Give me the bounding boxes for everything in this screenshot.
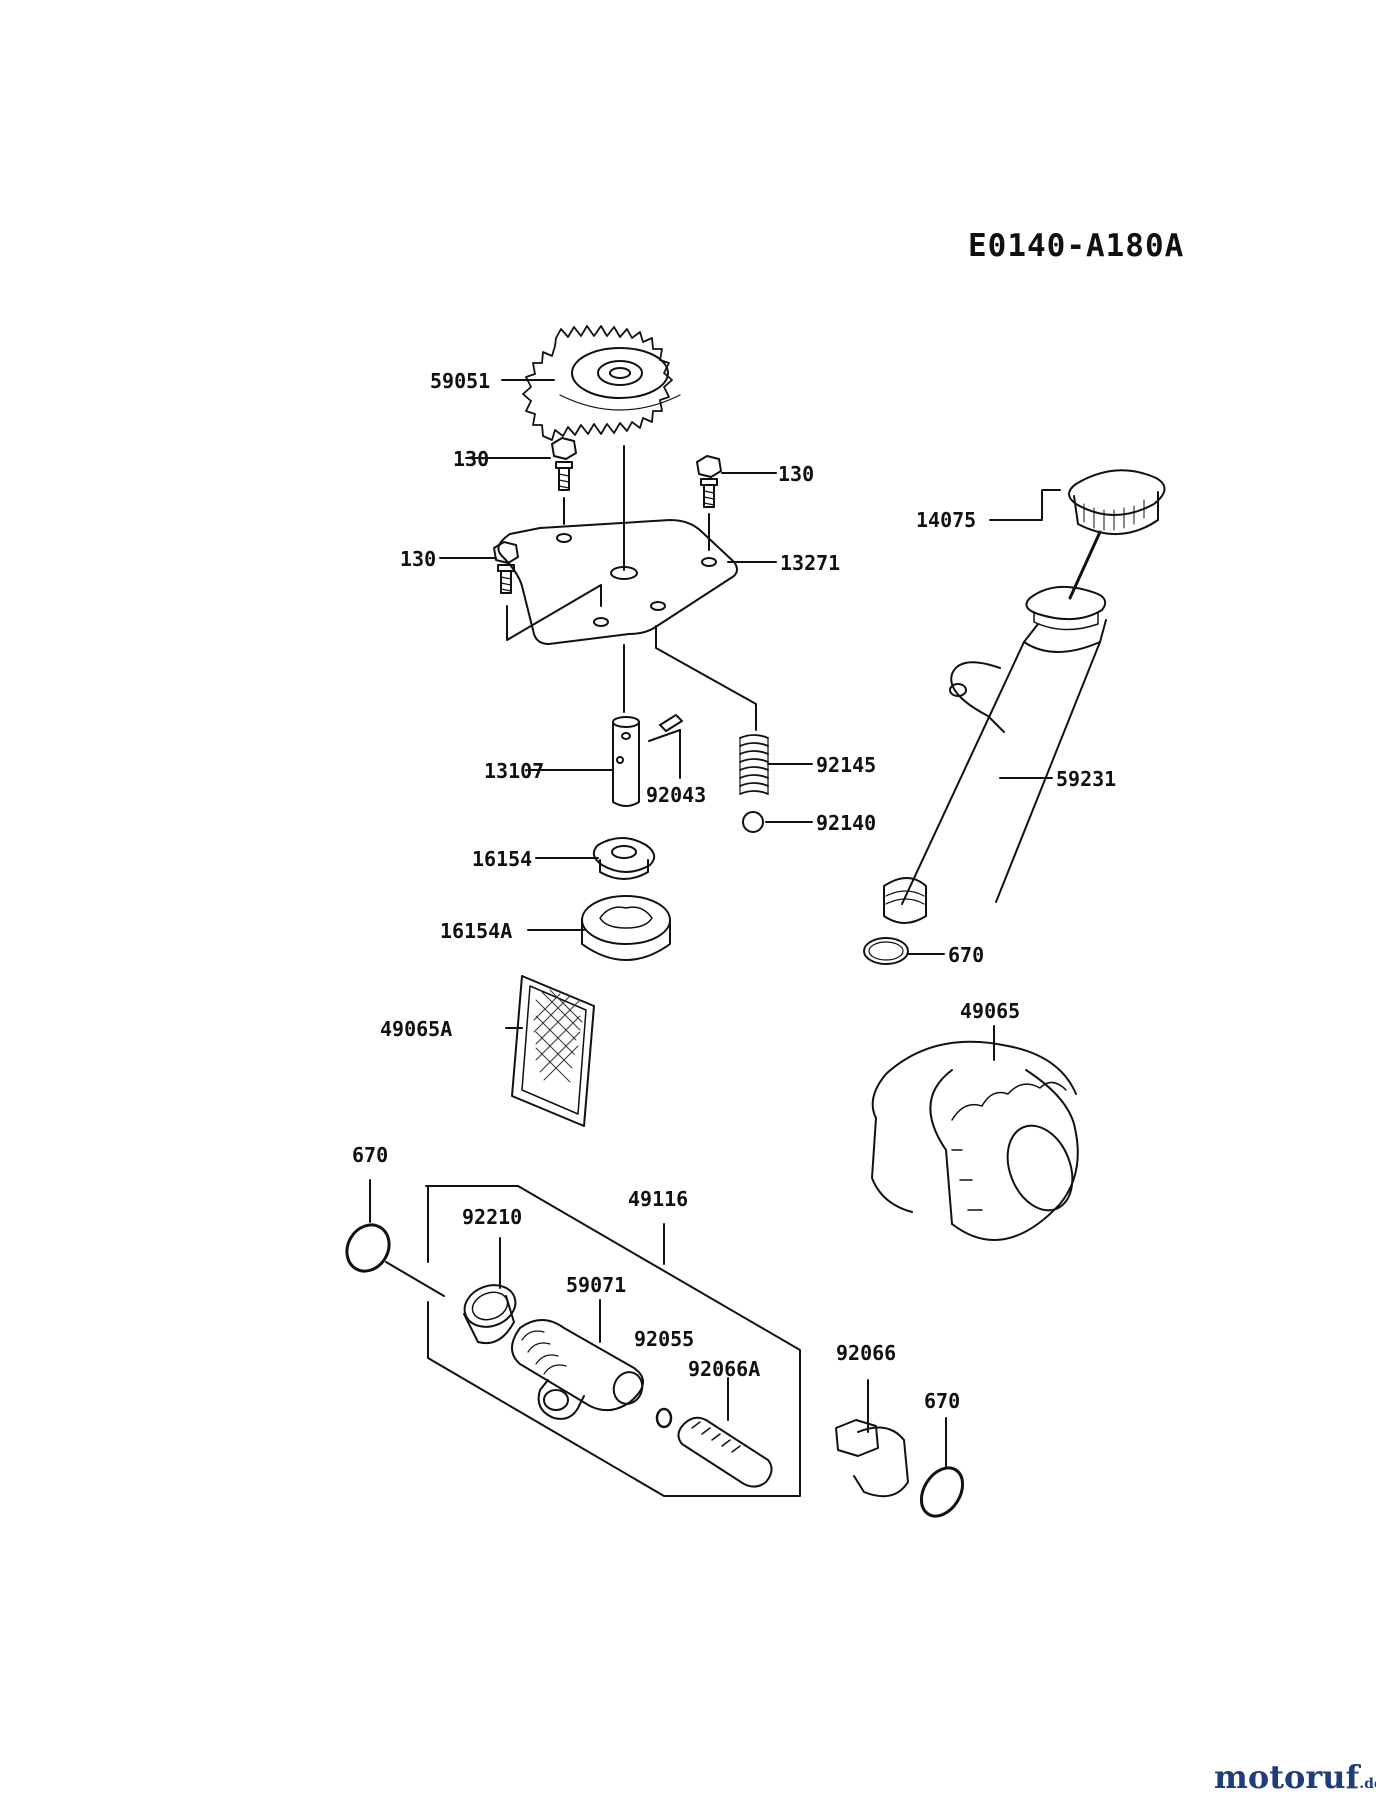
label-92055: 92055 bbox=[634, 1327, 694, 1351]
label-130-top-right: 130 bbox=[778, 462, 814, 486]
pump-cover-plate-drawing bbox=[497, 519, 738, 645]
o-ring-drawing-right bbox=[919, 1466, 965, 1518]
label-49065A: 49065A bbox=[380, 1017, 452, 1041]
label-14075: 14075 bbox=[916, 508, 976, 532]
plug-a-drawing bbox=[677, 1377, 773, 1488]
label-16154: 16154 bbox=[472, 847, 532, 871]
label-92066: 92066 bbox=[836, 1341, 896, 1365]
part-labels: 59051 130 130 130 13271 14075 13107 9204… bbox=[352, 369, 1116, 1413]
o-ring-drawing-left bbox=[345, 1223, 391, 1273]
label-92210: 92210 bbox=[462, 1205, 522, 1229]
label-130-left: 130 bbox=[400, 547, 436, 571]
label-92043: 92043 bbox=[646, 783, 706, 807]
label-670-right: 670 bbox=[924, 1389, 960, 1413]
outer-rotor-drawing bbox=[581, 895, 671, 961]
drain-plug-drawing bbox=[835, 1379, 909, 1498]
label-16154A: 16154A bbox=[440, 919, 512, 943]
dipstick-cap-drawing bbox=[1068, 469, 1166, 600]
label-670-left: 670 bbox=[352, 1143, 388, 1167]
label-59071: 59071 bbox=[566, 1273, 626, 1297]
label-13107: 13107 bbox=[484, 759, 544, 783]
inner-rotor-drawing bbox=[592, 837, 656, 880]
label-92066A: 92066A bbox=[688, 1357, 760, 1381]
relief-ball-drawing bbox=[742, 811, 764, 833]
pin-drawing bbox=[648, 714, 683, 779]
small-o-ring-drawing bbox=[655, 1407, 673, 1429]
diagram-code: E0140-A180A bbox=[968, 228, 1185, 264]
oil-filler-tube-drawing bbox=[883, 585, 1107, 924]
pump-shaft-drawing bbox=[612, 716, 640, 807]
bolt-drawing-top-left bbox=[551, 437, 577, 491]
label-13271: 13271 bbox=[780, 551, 840, 575]
oil-screen-drawing bbox=[511, 975, 595, 1127]
label-49116: 49116 bbox=[628, 1187, 688, 1211]
bolt-drawing-top-right bbox=[696, 455, 722, 508]
oil-filter-drawing bbox=[871, 1040, 1079, 1241]
watermark-brand: motoruf bbox=[1214, 1758, 1360, 1796]
filter-fitting-drawing bbox=[511, 1319, 644, 1420]
watermark-logo: motoruf.de bbox=[1214, 1758, 1376, 1796]
oil-pump-gear-drawing bbox=[522, 325, 681, 441]
label-49065: 49065 bbox=[960, 999, 1020, 1023]
nut-drawing bbox=[463, 1284, 517, 1344]
label-59231: 59231 bbox=[1056, 767, 1116, 791]
label-92145: 92145 bbox=[816, 753, 876, 777]
relief-spring-drawing bbox=[739, 734, 769, 795]
watermark-tld: .de bbox=[1359, 1776, 1376, 1792]
label-130-top-left: 130 bbox=[453, 447, 489, 471]
label-670-tube: 670 bbox=[948, 943, 984, 967]
label-59051: 59051 bbox=[430, 369, 490, 393]
label-92140: 92140 bbox=[816, 811, 876, 835]
o-ring-drawing-tube bbox=[863, 937, 909, 965]
